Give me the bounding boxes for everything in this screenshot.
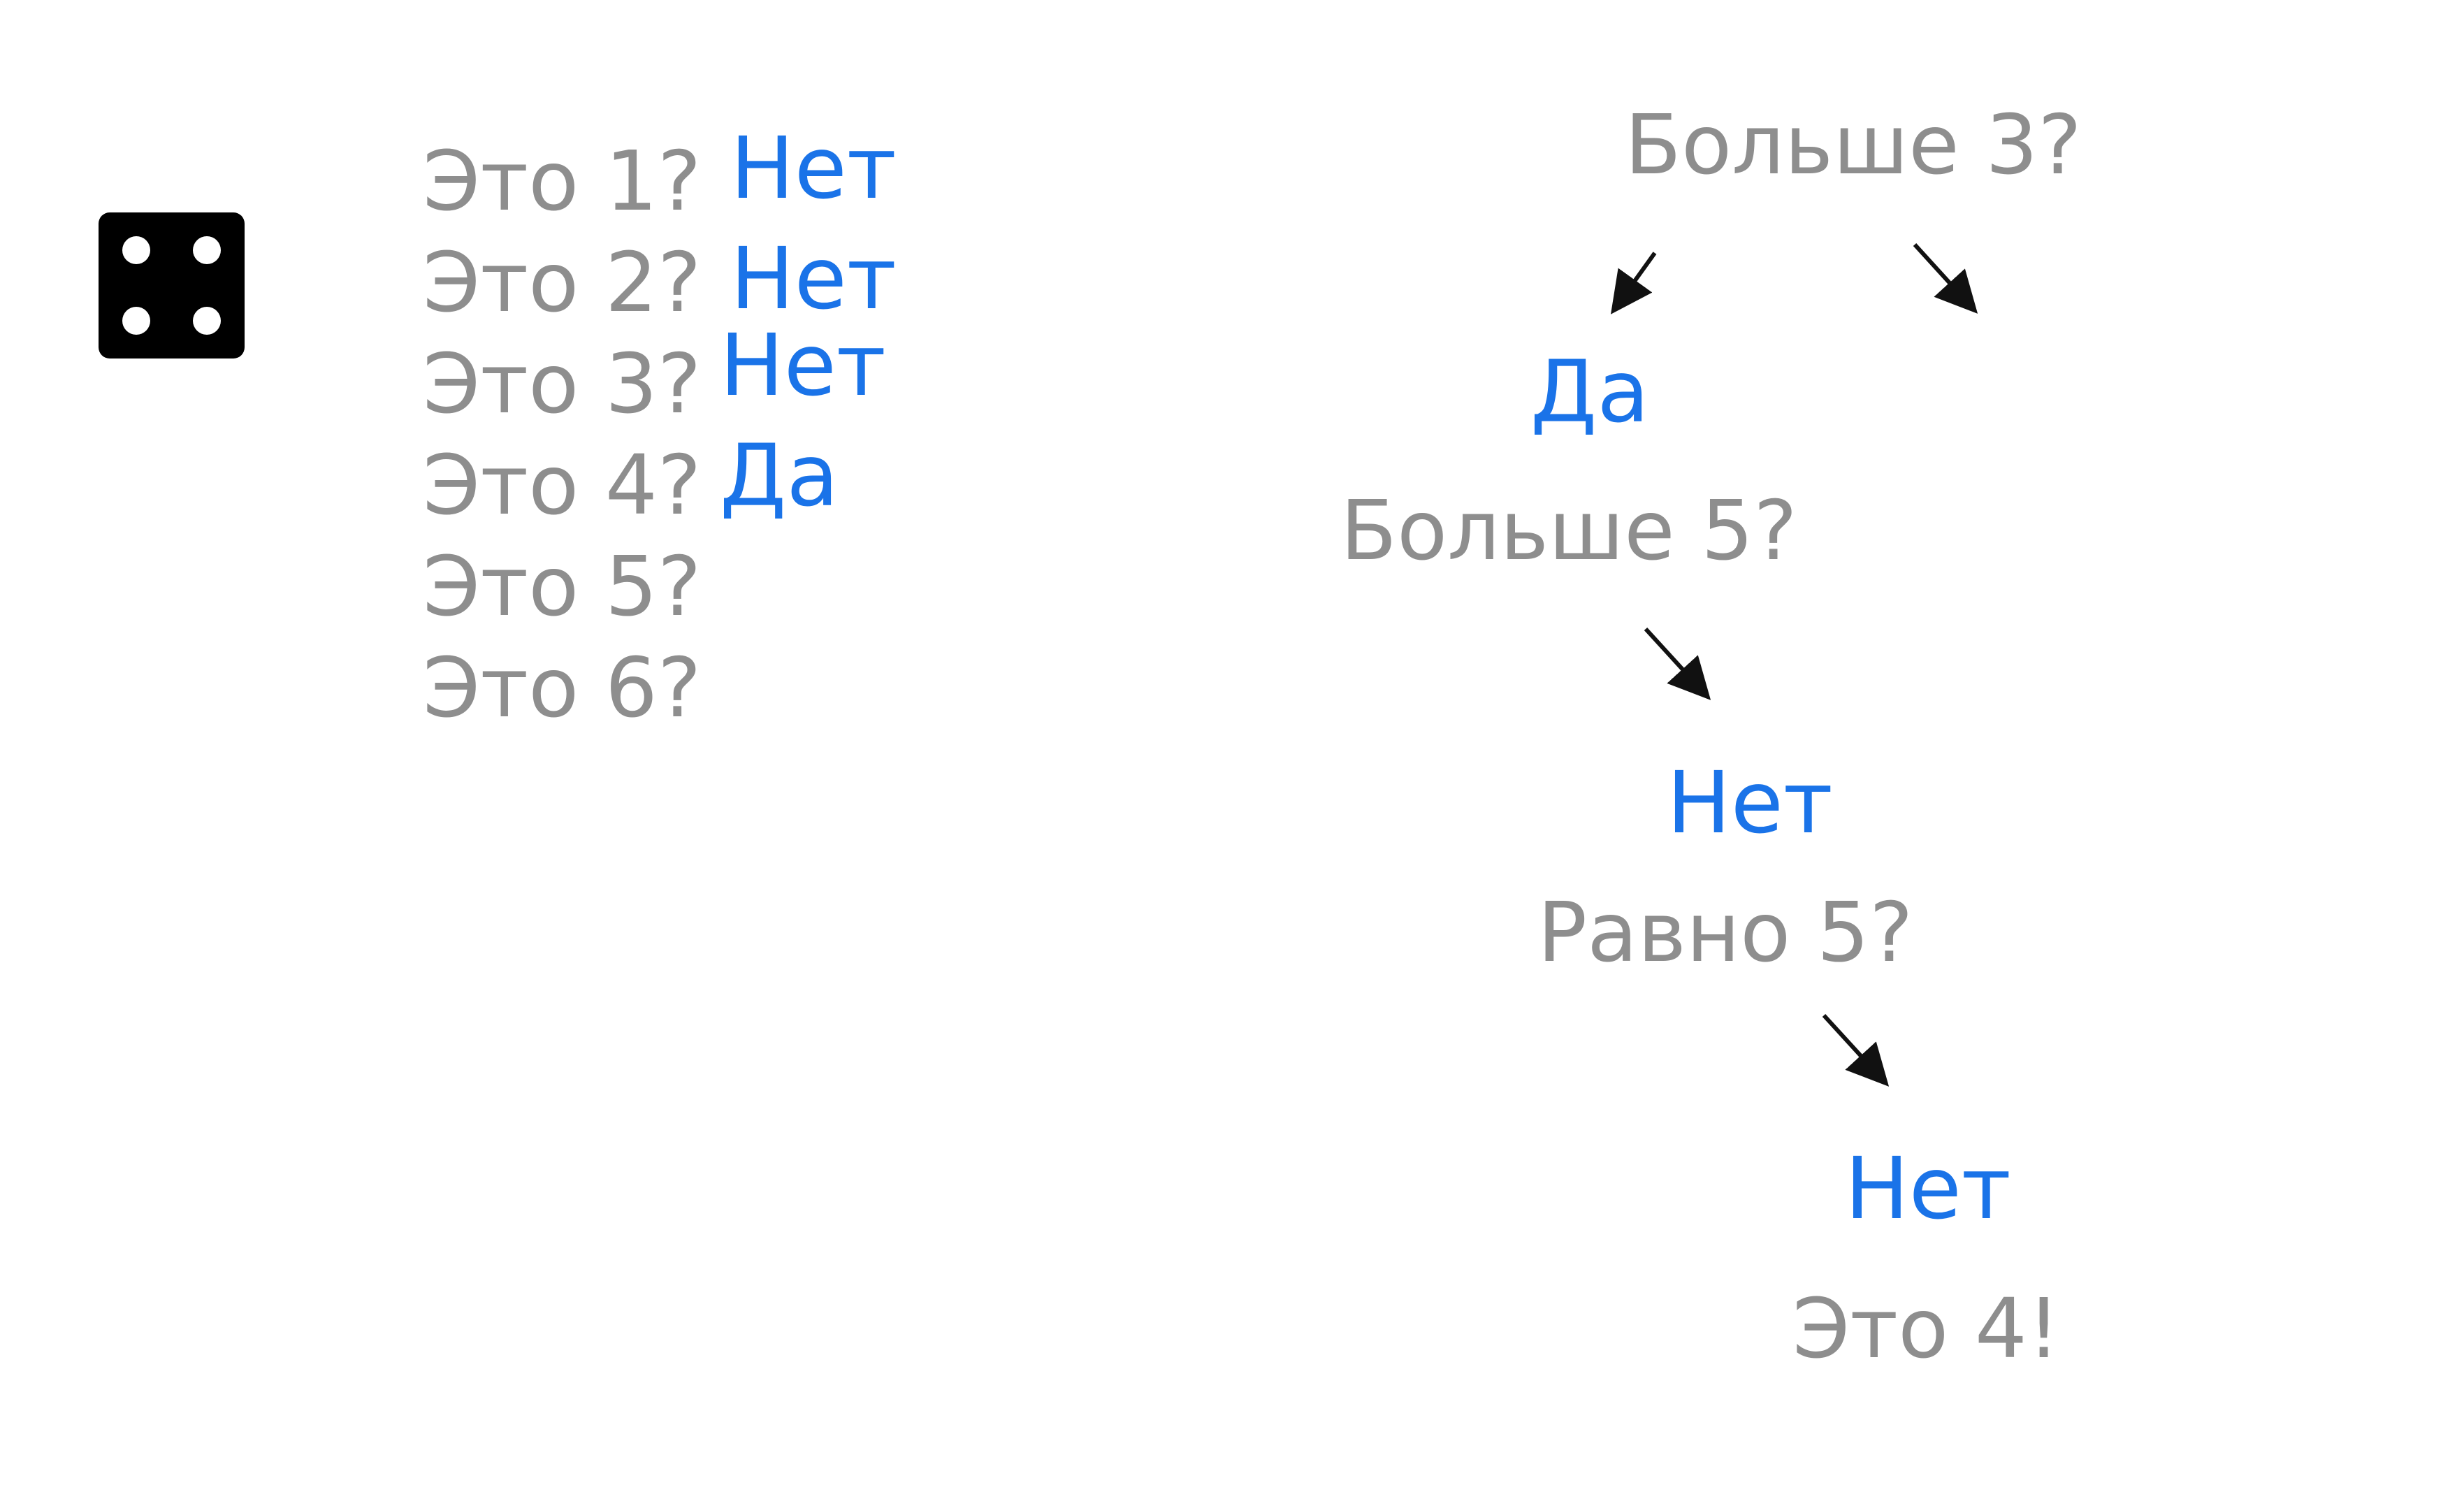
die-pip: [193, 236, 221, 264]
arrow-right-from-q2: [1644, 627, 1711, 700]
die-pip: [122, 307, 150, 335]
tree-question-greater-than-3: Больше 3?: [1625, 96, 2082, 193]
question-is-4: Это 4?: [423, 437, 702, 533]
die-four-icon: [99, 212, 245, 358]
question-is-2: Это 2?: [423, 234, 702, 331]
arrow-right-from-q1: [1913, 242, 1978, 314]
answer-is-3: Нет: [720, 316, 886, 415]
question-is-1: Это 1?: [423, 133, 702, 229]
arrow-left-from-q1: [1611, 252, 1657, 314]
tree-question-equals-5: Равно 5?: [1537, 884, 1913, 980]
tree-answer-1: Да: [1530, 342, 1650, 442]
answer-is-2: Нет: [730, 229, 897, 328]
answer-is-1: Нет: [730, 119, 897, 218]
tree-answer-3: Нет: [1845, 1139, 2011, 1238]
question-is-3: Это 3?: [423, 335, 702, 432]
tree-result: Это 4!: [1792, 1280, 2061, 1377]
question-is-6: Это 6?: [423, 639, 702, 736]
answer-is-4: Да: [720, 426, 839, 526]
arrow-right-from-q3: [1822, 1013, 1890, 1087]
tree-question-greater-than-5: Больше 5?: [1340, 482, 1797, 579]
question-is-5: Это 5?: [423, 538, 702, 635]
tree-answer-2: Нет: [1667, 753, 1833, 853]
die-pip: [122, 236, 150, 264]
die-pip: [193, 307, 221, 335]
